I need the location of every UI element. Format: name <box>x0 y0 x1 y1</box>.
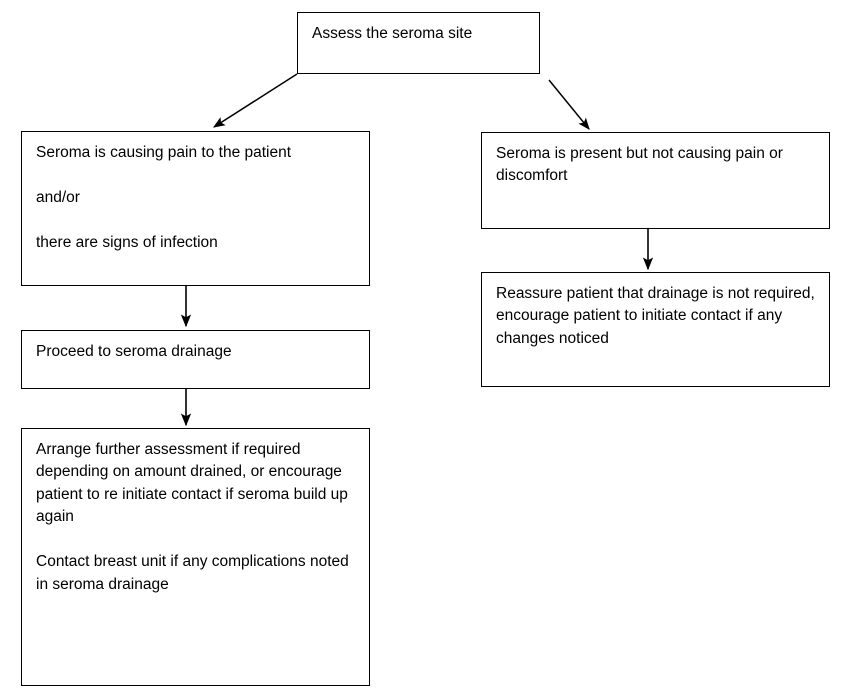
node-reassure-line-1: Reassure patient that drainage is not re… <box>496 285 815 347</box>
connector-assess-to-pain <box>212 73 298 128</box>
node-followup-paragraph-1: Arrange further assessment if required d… <box>36 441 348 526</box>
node-seroma-causing-pain[interactable]: Seroma is causing pain to the patient an… <box>21 131 370 286</box>
node-further-assessment[interactable]: Arrange further assessment if required d… <box>21 428 370 686</box>
node-seroma-not-causing-pain[interactable]: Seroma is present but not causing pain o… <box>481 132 830 229</box>
node-nopain-line-1: Seroma is present but not causing pain o… <box>496 145 783 185</box>
node-pain-line-2: and/or <box>36 188 80 206</box>
node-pain-line-1: Seroma is causing pain to the patient <box>36 144 292 161</box>
node-proceed-line-1: Proceed to seroma drainage <box>36 343 232 360</box>
node-assess-line-1: Assess the seroma site <box>312 25 473 42</box>
node-proceed-to-drainage[interactable]: Proceed to seroma drainage <box>21 330 370 389</box>
node-pain-line-3: there are signs of infection <box>36 233 218 251</box>
connector-assess-to-nopain <box>548 79 590 130</box>
node-followup-paragraph-2: Contact breast unit if any complications… <box>36 553 349 593</box>
node-assess-seroma-site[interactable]: Assess the seroma site <box>297 12 540 74</box>
node-reassure-patient[interactable]: Reassure patient that drainage is not re… <box>481 272 830 387</box>
